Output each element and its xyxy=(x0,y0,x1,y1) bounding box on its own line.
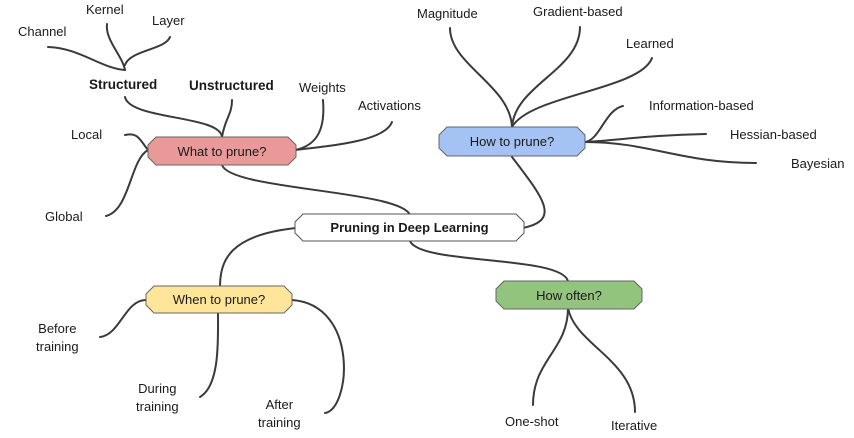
label-one-shot: One-shot xyxy=(505,414,559,429)
label-during-line1: During xyxy=(138,381,177,396)
label-local: Local xyxy=(71,127,103,142)
node-what-label: What to prune? xyxy=(177,143,267,159)
node-how-often[interactable]: How often? xyxy=(495,280,643,310)
edge-root-how xyxy=(511,156,546,229)
edge-when-before xyxy=(99,299,147,338)
label-iterative: Iterative xyxy=(611,418,658,433)
label-during-line2: training xyxy=(136,399,179,414)
edge-how-gradient xyxy=(511,26,581,128)
root-node-label: Pruning in Deep Learning xyxy=(330,220,489,235)
label-after-line1: After xyxy=(265,397,294,412)
label-bayesian: Bayesian xyxy=(791,156,845,171)
label-after-line2: training xyxy=(258,415,301,430)
edge-what-global xyxy=(105,149,149,217)
label-after-training: After training xyxy=(258,396,301,432)
edge-how-information xyxy=(584,105,624,143)
label-weights: Weights xyxy=(299,80,346,95)
edge-how-learned xyxy=(511,57,653,128)
edge-what-unstructured xyxy=(221,99,233,138)
root-node[interactable]: Pruning in Deep Learning xyxy=(294,213,525,242)
label-structured: Structured xyxy=(89,77,158,92)
node-what-to-prune[interactable]: What to prune? xyxy=(147,136,297,166)
label-unstructured: Unstructured xyxy=(189,78,274,93)
node-when-to-prune[interactable]: When to prune? xyxy=(145,285,293,314)
label-learned: Learned xyxy=(626,36,674,51)
label-before-line1: Before xyxy=(38,321,77,336)
edge-structured-kernel xyxy=(105,23,126,71)
label-channel: Channel xyxy=(18,24,67,39)
label-information-based: Information-based xyxy=(649,98,754,113)
edge-what-structured xyxy=(124,96,223,138)
edge-how-magnitude xyxy=(449,27,513,128)
label-hessian-based: Hessian-based xyxy=(730,127,817,142)
node-when-label: When to prune? xyxy=(172,292,266,307)
edge-when-after xyxy=(291,299,345,414)
label-during-training: During training xyxy=(136,380,179,416)
edge-root-often xyxy=(409,240,569,282)
edge-root-what xyxy=(221,164,411,216)
node-how-to-prune[interactable]: How to prune? xyxy=(438,126,586,157)
edge-what-local xyxy=(124,133,149,151)
edge-how-bayesian xyxy=(584,141,757,164)
edge-often-oneshot xyxy=(532,307,569,406)
edge-what-weights xyxy=(294,99,325,151)
label-before-line2: training xyxy=(36,339,79,354)
label-gradient-based: Gradient-based xyxy=(533,4,623,19)
label-kernel: Kernel xyxy=(86,2,124,17)
label-global: Global xyxy=(45,209,83,224)
edge-root-when xyxy=(219,227,297,288)
edge-often-iterative xyxy=(567,307,636,413)
edge-when-during xyxy=(199,312,220,398)
edge-structured-channel xyxy=(47,46,126,71)
label-activations: Activations xyxy=(358,98,421,113)
label-layer: Layer xyxy=(152,13,185,28)
label-before-training: Before training xyxy=(36,320,79,356)
edge-what-activations xyxy=(294,121,393,151)
edge-how-hessian xyxy=(584,133,707,143)
node-how-label: How to prune? xyxy=(469,134,555,149)
edge-structured-layer xyxy=(124,36,171,66)
label-magnitude: Magnitude xyxy=(417,6,478,21)
node-often-label: How often? xyxy=(536,287,602,303)
